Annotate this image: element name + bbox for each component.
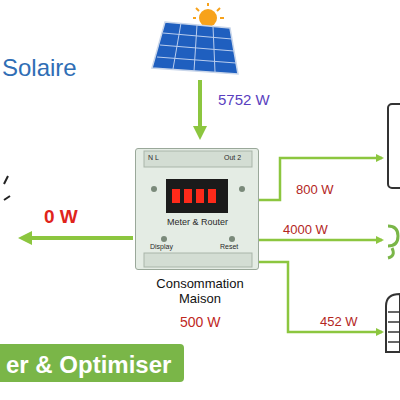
diagram-title: Solaire xyxy=(2,54,77,82)
sun-icon xyxy=(193,3,224,27)
grid-arrow xyxy=(22,236,133,240)
device-face xyxy=(136,149,260,271)
grid-icon xyxy=(4,176,10,200)
value-label: 5752 W xyxy=(216,91,272,108)
device-text: Display xyxy=(150,243,173,251)
banner-text: er & Optimiser xyxy=(6,351,171,379)
load-arrow xyxy=(259,239,382,242)
meter-router-device: N L Out 2 Meter & RouterDisplay Reset xyxy=(135,148,259,270)
value-label: 800 W xyxy=(294,183,336,198)
value-label: 0 W xyxy=(42,206,80,228)
device-text: Reset xyxy=(220,243,238,251)
value-label: 500 W xyxy=(178,314,222,330)
device-text: Meter & Router xyxy=(167,217,228,227)
plug-icon xyxy=(388,226,398,258)
value-label: 452 W xyxy=(318,315,360,330)
solar-arrow xyxy=(198,80,202,136)
appliance-icon xyxy=(388,104,400,188)
value-label: Consommation Maison xyxy=(138,277,262,307)
heater-icon xyxy=(386,294,400,352)
load-arrow xyxy=(259,262,382,332)
device-text: N L xyxy=(148,154,159,162)
load-arrow xyxy=(259,158,382,200)
device-text: Out 2 xyxy=(224,154,241,162)
value-label: 4000 W xyxy=(281,223,330,238)
title-banner: er & Optimiser xyxy=(0,342,186,384)
solar-panel xyxy=(152,22,238,74)
